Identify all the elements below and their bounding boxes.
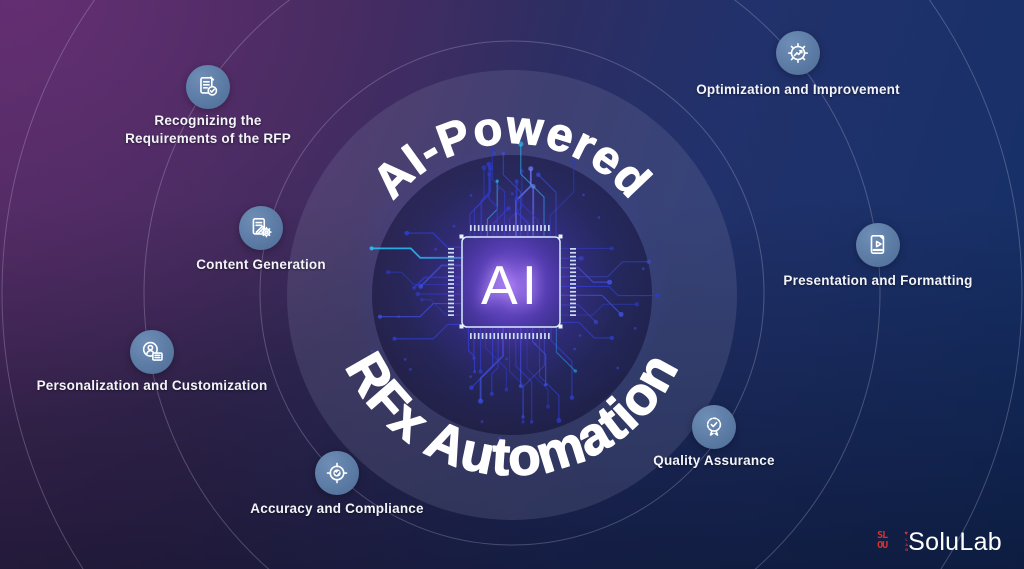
chip-pins <box>448 225 576 339</box>
ai-chip: AI <box>448 225 576 339</box>
solulab-logo-mark: SL OU ♥ LAB <box>877 529 909 555</box>
logo-mark-row1: SL <box>877 529 888 541</box>
chip-corner-marks <box>459 234 563 329</box>
orbit-ring-middle <box>143 0 881 569</box>
heart-icon: ♥ <box>904 530 908 537</box>
orbit-ring-inner <box>259 40 765 546</box>
purple-glow <box>406 179 616 389</box>
chip-label: AI <box>481 254 541 316</box>
chip-body <box>461 236 561 328</box>
solulab-logo: SL OU ♥ LAB SoluLab <box>877 528 1002 557</box>
solulab-logo-text: SoluLab <box>908 528 1002 556</box>
logo-mark-row2: OU <box>877 539 888 551</box>
logo-mark-lab: LAB <box>904 536 910 552</box>
